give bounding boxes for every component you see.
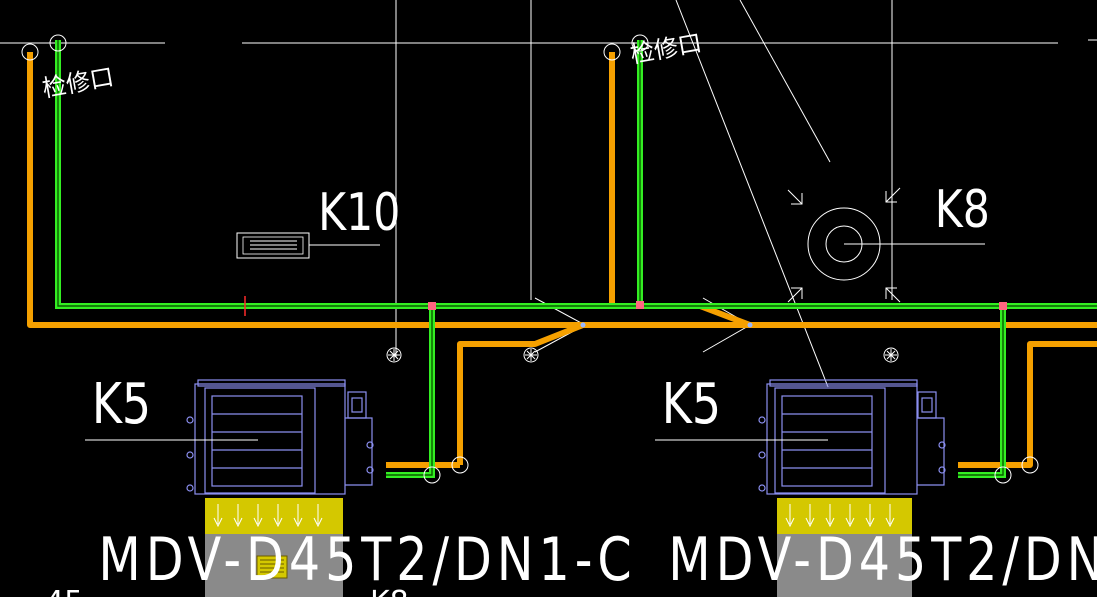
inspection-port-right[interactable] [603,34,649,61]
return-grille-icon[interactable] [256,555,288,579]
refrigerant-pipes [55,40,1097,478]
supply-grille-k10[interactable] [236,232,380,259]
label-k10: K10 [318,183,400,243]
floor-drain-1[interactable] [386,347,402,363]
bottom-fragment-mid: K8 [370,585,409,597]
floor-drain-2[interactable] [523,347,539,363]
reference-lines [0,0,1097,388]
label-inspection-left: 检修口 [40,63,116,103]
label-k5-right: K5 [662,372,721,438]
junction-markers [244,296,1007,328]
label-k5-left: K5 [92,372,151,438]
return-plenum-right [777,498,912,597]
indoor-unit-left[interactable] [186,379,374,495]
drain-caps [423,456,1039,484]
label-k8: K8 [935,180,990,240]
indoor-unit-right[interactable] [758,379,946,495]
inspection-port-left[interactable] [21,34,67,61]
exhaust-fan-k8[interactable] [787,187,985,303]
model-label-left: MDV-D45T2/DN1-C [98,524,636,594]
floor-drain-3[interactable] [883,347,899,363]
bottom-fragment-left: 45 [45,585,83,597]
drain-pipes [27,52,1097,468]
model-label-right: MDV-D45T2/DN [668,524,1097,594]
